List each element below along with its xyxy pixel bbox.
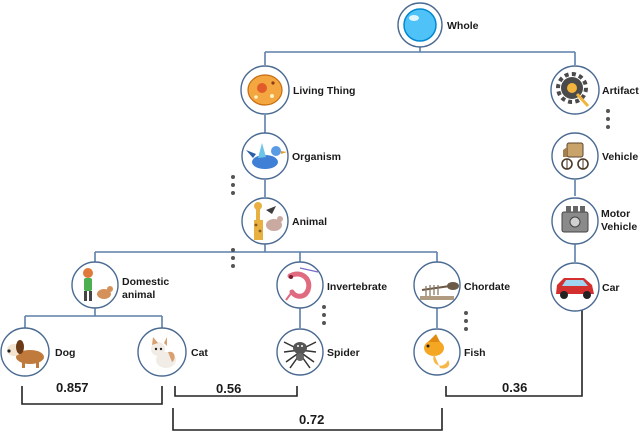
node-fish: Fish (413, 328, 486, 376)
label-domestic-line1: Domestic (122, 276, 169, 288)
label-domestic-line2: animal (122, 289, 155, 301)
label-invertebrate: Invertebrate (327, 281, 387, 293)
tree-edges (24, 45, 576, 328)
score-cat-spider: 0.56 (216, 381, 241, 396)
node-whole: Whole (397, 2, 479, 48)
engine-icon (561, 206, 589, 233)
node-chordate: Chordate (413, 261, 510, 309)
bubble-icon (403, 8, 437, 42)
label-dog: Dog (55, 347, 75, 359)
node-domestic-animal: Domestic animal (71, 261, 169, 309)
similarity-brackets (21, 310, 583, 431)
score-dog-cat: 0.857 (56, 380, 89, 395)
spider-icon (283, 341, 317, 369)
node-dog: Dog (0, 327, 75, 377)
node-spider: Spider (276, 328, 360, 376)
label-vehicle: Vehicle (602, 151, 638, 163)
giraffe-icon (254, 202, 283, 240)
node-artifact: Artifact (550, 65, 639, 115)
node-car: Car (550, 262, 620, 312)
gear-icon (556, 72, 590, 108)
node-vehicle: Vehicle (551, 132, 638, 180)
node-living-thing: Living Thing (240, 65, 355, 115)
node-animal: Animal (241, 197, 327, 245)
ellipsis-dots (231, 109, 610, 331)
skeleton-icon (420, 282, 459, 300)
label-cat: Cat (191, 347, 208, 359)
score-fish-car: 0.36 (502, 380, 527, 395)
carriage-icon (561, 142, 589, 170)
label-chordate: Chordate (464, 281, 510, 293)
bracket-dog-cat (21, 386, 163, 405)
node-motor-vehicle: Motor Vehicle (551, 197, 637, 245)
label-whole: Whole (447, 20, 479, 32)
cell-icon (247, 74, 283, 106)
label-motor-line1: Motor (601, 208, 630, 220)
red-car-icon (556, 278, 594, 299)
label-fish: Fish (464, 347, 486, 359)
bird-icon (246, 143, 287, 169)
goldfish-icon (424, 334, 450, 369)
score-cat-fish: 0.72 (299, 412, 324, 427)
bracket-cat-spider (174, 386, 298, 397)
node-invertebrate: Invertebrate (276, 261, 387, 309)
label-motor-line2: Vehicle (601, 221, 637, 233)
cat-icon (151, 337, 176, 368)
label-car: Car (602, 282, 620, 294)
label-artifact: Artifact (602, 85, 639, 97)
label-organism: Organism (292, 151, 341, 163)
node-cat: Cat (137, 327, 208, 377)
label-spider: Spider (327, 347, 360, 359)
bracket-fish-car (445, 310, 583, 397)
shrimp-icon (285, 267, 319, 301)
dog-icon (7, 340, 44, 368)
girl-with-dog-icon (83, 268, 113, 301)
bracket-cat-fish (172, 408, 443, 431)
label-animal: Animal (292, 216, 327, 228)
node-organism: Organism (241, 132, 341, 180)
label-living-thing: Living Thing (293, 85, 355, 97)
